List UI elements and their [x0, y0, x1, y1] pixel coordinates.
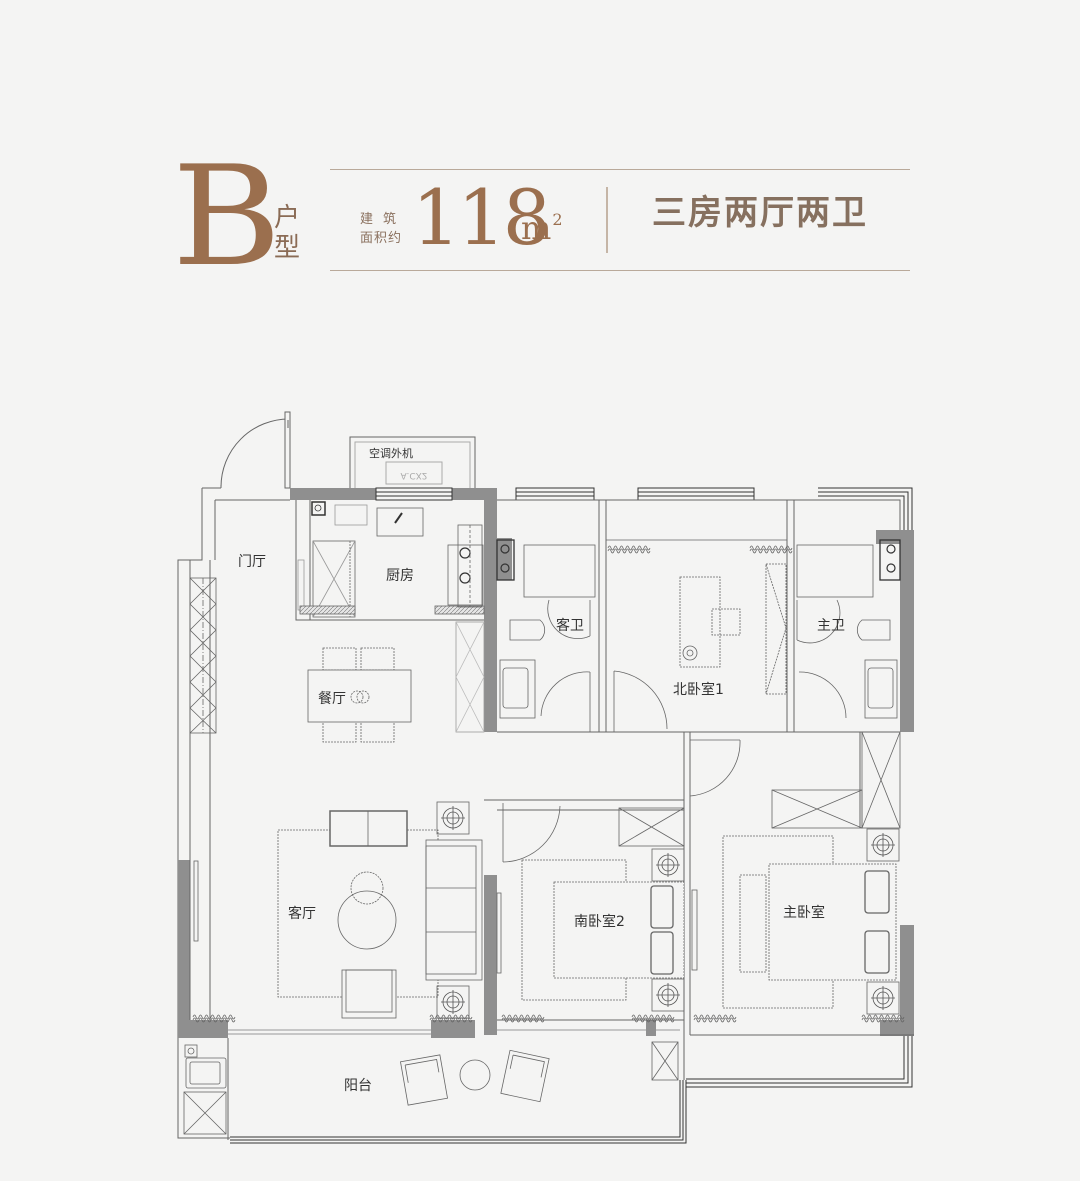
south-bedroom-furniture: [496, 803, 685, 1023]
living-furniture: [277, 810, 483, 1019]
header-rule-bottom: [330, 270, 910, 271]
room-label-foyer: 门厅: [238, 554, 266, 570]
balcony-furniture: [183, 1041, 679, 1135]
room-label-balcony: 阳台: [344, 1078, 372, 1094]
room-label-north-bedroom: 北卧室1: [673, 681, 724, 698]
room-label-ac-unit: 空调外机: [369, 446, 413, 460]
master-bath-fixtures: [796, 539, 901, 719]
header-rule-top: [330, 169, 910, 170]
room-label-guest-bath: 客卫: [556, 617, 584, 634]
kitchen-fixtures: [297, 501, 485, 733]
area-caption-line2: 面积约: [360, 231, 403, 246]
master-bedroom-furniture: [691, 731, 905, 1023]
ac-unit-mark: A.CX2: [400, 470, 427, 480]
area-unit-base: m: [521, 209, 552, 247]
dining-table: [307, 647, 412, 743]
unit-letter: B: [172, 136, 282, 297]
layout-description: 三房两厅两卫: [652, 193, 868, 233]
windows: [230, 487, 913, 1144]
area-unit: m2: [521, 209, 563, 247]
unit-type-char-2: 型: [274, 233, 301, 263]
foyer-cabinet: [189, 577, 217, 734]
guest-bath-fixtures: [496, 539, 596, 732]
unit-header: B 户 型 建筑 面积约 118 m2 三房两厅两卫: [0, 0, 1080, 300]
area-caption: 建筑 面积约: [360, 210, 410, 248]
room-label-south-bedroom: 南卧室2: [574, 913, 625, 930]
unit-type-label: 户 型: [274, 203, 306, 263]
room-label-master-bath: 主卫: [817, 618, 845, 634]
unit-type-char-1: 户: [274, 203, 301, 233]
area-value: 118: [412, 173, 551, 262]
room-label-dining: 餐厅: [318, 691, 346, 707]
area-caption-line1: 建筑: [360, 212, 407, 227]
north-bedroom-furniture: [606, 539, 793, 732]
room-label-kitchen: 厨房: [386, 568, 414, 584]
walls: [178, 488, 914, 1038]
room-label-master-bedroom: 主卧室: [783, 904, 825, 921]
room-label-living: 客厅: [288, 905, 316, 922]
area-unit-exponent: 2: [552, 210, 563, 229]
header-divider: [606, 187, 608, 253]
